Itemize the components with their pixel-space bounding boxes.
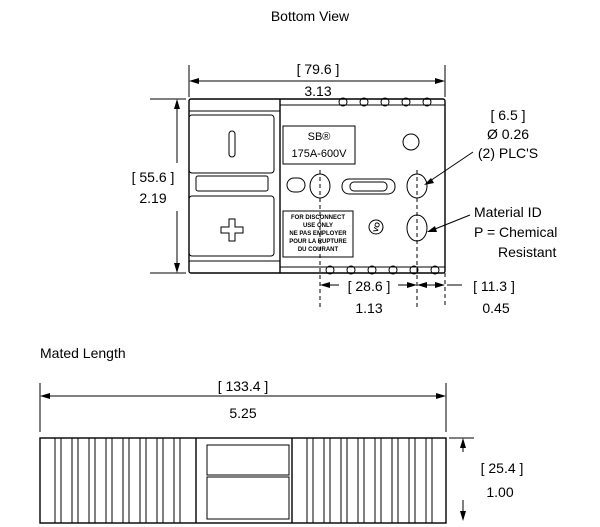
material-code-label: P = Chemical — [474, 224, 557, 240]
mated-height-in-label: 1.00 — [486, 484, 513, 500]
width-mm-label: [ 79.6 ] — [297, 61, 340, 77]
housing-ribs — [325, 97, 440, 275]
warning-line: FOR DISCONNECT — [291, 215, 345, 221]
offset-b-dimension — [417, 282, 462, 288]
mated-connector-body — [39, 437, 447, 524]
positive-cavity — [188, 195, 275, 257]
long-slot — [341, 178, 396, 195]
long-slot-inner — [349, 181, 388, 192]
hole-count-label: (2) PLC'S — [478, 145, 538, 161]
warning-line: USE ONLY — [303, 223, 333, 229]
center-lines — [319, 170, 446, 307]
length-in-label: 5.25 — [229, 405, 256, 421]
bottom-view-title: Bottom View — [271, 8, 350, 24]
minus-symbol — [228, 130, 236, 158]
negative-cavity — [188, 114, 275, 174]
warning-label: FOR DISCONNECT USE ONLY NE PAS EMPLOYER … — [282, 210, 354, 258]
material-id-label: Material ID — [474, 204, 542, 220]
material-mark-text: VO — [373, 221, 383, 233]
offset-a-mm-label: [ 28.6 ] — [348, 278, 391, 294]
height-mm-label: [ 55.6 ] — [132, 169, 175, 185]
warning-line: NE PAS EMPLOYER — [289, 231, 347, 237]
warning-line: POUR LA RUPTURE — [289, 239, 346, 245]
mated-height-mm-label: [ 25.4 ] — [481, 460, 524, 476]
hole-in-label: Ø 0.26 — [487, 126, 529, 142]
material-mark — [368, 219, 384, 235]
height-in-label: 2.19 — [139, 190, 166, 206]
mated-length-title: Mated Length — [40, 345, 126, 361]
offset-a-in-label: 1.13 — [355, 300, 382, 316]
warning-line: DU COURANT — [298, 247, 339, 253]
center-slot — [195, 175, 269, 192]
top-hole — [402, 133, 420, 151]
width-in-label: 3.13 — [304, 83, 331, 99]
label-brand: SB® — [308, 131, 331, 143]
plus-symbol — [220, 218, 244, 242]
height-dimension — [150, 98, 186, 274]
label-rating: 175A-600V — [291, 148, 347, 160]
hole-mm-label: [ 6.5 ] — [490, 107, 525, 123]
offset-b-in-label: 0.45 — [482, 300, 509, 316]
width-dimension — [188, 65, 446, 97]
offset-a-dimension — [320, 282, 417, 288]
length-dimension — [39, 383, 447, 432]
small-slot — [286, 177, 306, 193]
hole-callout-leader — [424, 151, 474, 185]
length-mm-label: [ 133.4 ] — [218, 378, 269, 394]
connector-housing-outline — [188, 98, 446, 274]
material-desc-label: Resistant — [498, 244, 556, 260]
offset-b-mm-label: [ 11.3 ] — [473, 278, 515, 294]
mated-height-dimension — [449, 437, 474, 521]
material-callout-leader — [427, 214, 471, 232]
rating-label: SB® 175A-600V — [282, 125, 356, 165]
